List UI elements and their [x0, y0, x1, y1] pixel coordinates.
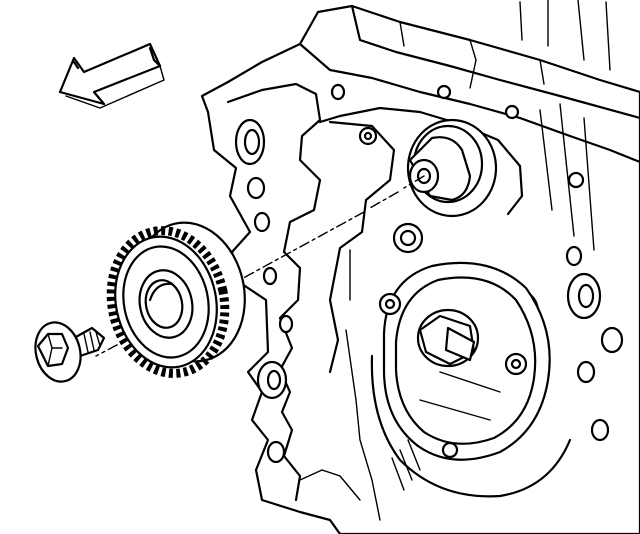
idler-gear	[106, 221, 246, 378]
gear-bolt	[34, 321, 106, 383]
engine-block	[200, 0, 640, 534]
left-flange-inner	[226, 82, 322, 502]
upper-deck-edge-2	[350, 4, 640, 120]
idler-gear-shaft	[406, 118, 498, 218]
direction-arrow-icon	[58, 42, 165, 109]
alignment-line	[95, 175, 425, 357]
oil-pump-cover	[370, 261, 572, 498]
gear-teeth	[106, 226, 230, 378]
upper-deck-edge	[298, 42, 640, 164]
